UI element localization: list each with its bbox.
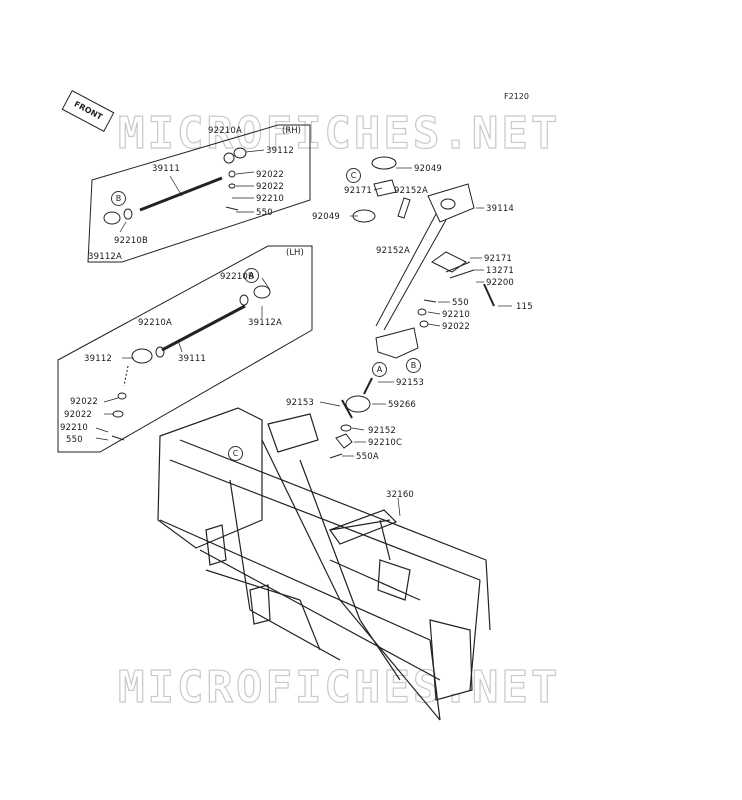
part-label: 92022	[256, 170, 285, 180]
part-label: 92210C	[368, 438, 403, 448]
rh-tie-rod	[103, 147, 247, 225]
part-label: 92171	[484, 254, 513, 264]
part-label: 92210A	[208, 126, 243, 136]
part-label: 92049	[414, 164, 443, 174]
part-label: 39111	[178, 354, 207, 364]
part-label: 59266	[388, 400, 417, 410]
part-label: 550	[66, 435, 83, 445]
part-label: 92022	[256, 182, 285, 192]
callout-a-lh: A	[244, 268, 259, 283]
part-label: 92153	[396, 378, 425, 388]
part-label: 550	[452, 298, 469, 308]
part-label: 92152A	[376, 246, 411, 256]
part-label: 92210	[442, 310, 471, 320]
rh-side-label: (RH)	[282, 126, 301, 136]
part-label: 32160	[386, 490, 415, 500]
part-label: 92210	[60, 423, 89, 433]
part-label: 39112A	[248, 318, 283, 328]
callout-b-shaft: B	[406, 358, 421, 373]
callout-b-rh: B	[111, 191, 126, 206]
part-label: 550	[256, 208, 273, 218]
leader-lines	[95, 149, 512, 517]
part-label: 92022	[70, 397, 99, 407]
part-label: 39112	[84, 354, 113, 364]
frame	[157, 407, 491, 721]
part-label: 92152	[368, 426, 397, 436]
part-label: 92210A	[138, 318, 173, 328]
part-label: 39114	[486, 204, 515, 214]
lh-side-label: (LH)	[286, 248, 304, 258]
part-label: 115	[516, 302, 533, 312]
part-label: 92210B	[220, 272, 255, 282]
part-label: 92153	[286, 398, 315, 408]
watermark-bottom: MICROFICHES.NET	[117, 661, 561, 713]
lh-panel-border	[57, 245, 313, 453]
part-label: 92200	[486, 278, 515, 288]
part-label: 550A	[356, 452, 379, 462]
part-label: 39112	[266, 146, 295, 156]
callout-a-shaft: A	[372, 362, 387, 377]
part-label: 13271	[486, 266, 515, 276]
part-label: 92210	[256, 194, 285, 204]
rh-panel-border	[87, 124, 311, 263]
steering-shaft	[329, 156, 495, 459]
figure-reference: F2120	[504, 92, 529, 101]
part-label: 92022	[64, 410, 93, 420]
part-label: 92152A	[394, 186, 429, 196]
lh-tie-rod	[111, 285, 271, 441]
part-label: 39111	[152, 164, 181, 174]
part-label: 92049	[312, 212, 341, 222]
part-label: 92210B	[114, 236, 149, 246]
callout-c-shaft: C	[346, 168, 361, 183]
part-label: 92022	[442, 322, 471, 332]
part-label: 39112A	[88, 252, 123, 262]
part-label: 92171	[344, 186, 373, 196]
callout-c-frame: C	[228, 446, 243, 461]
